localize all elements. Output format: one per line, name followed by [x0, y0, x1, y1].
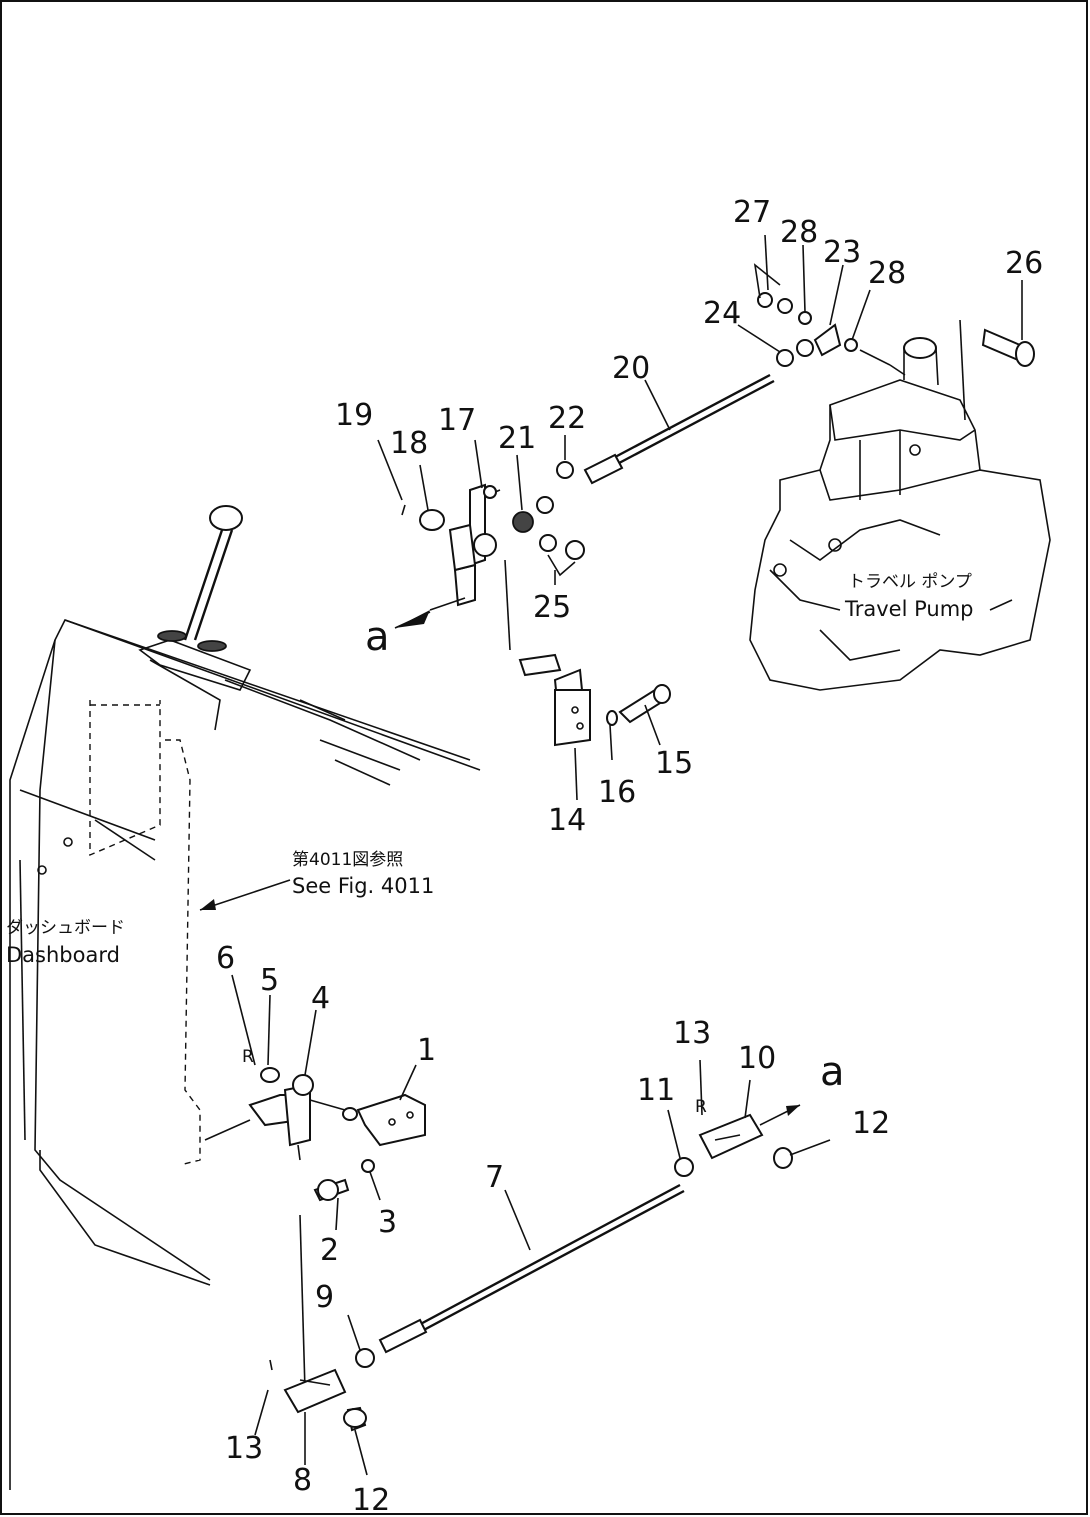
part-number-8: 8: [293, 1463, 312, 1498]
part-number-28-right: 28: [868, 256, 906, 291]
part-number-9: 9: [315, 1280, 334, 1315]
part-number-2: 2: [320, 1233, 339, 1268]
part-number-22: 22: [548, 401, 586, 436]
upper-bracket-assembly: [394, 483, 671, 747]
part-number-17: 17: [438, 403, 476, 438]
part-number-15: 15: [655, 746, 693, 781]
see-fig-arrowhead: [200, 899, 216, 910]
part-number-25: 25: [533, 590, 571, 625]
travel-pump-drawing: [749, 319, 1051, 691]
view-a-upper-label: a: [365, 614, 390, 660]
part-number-13-right: 13: [673, 1016, 711, 1051]
part-number-23: 23: [823, 235, 861, 270]
part-number-24: 24: [703, 296, 741, 331]
part-number-28-left: 28: [780, 215, 818, 250]
part-number-1: 1: [417, 1033, 436, 1068]
part-number-5: 5: [260, 963, 279, 998]
r-mark-left: R: [242, 1047, 254, 1067]
part-number-20: 20: [612, 351, 650, 386]
part-number-3: 3: [378, 1205, 397, 1240]
part-number-13-left: 13: [225, 1431, 263, 1466]
view-a-lower-label: a: [820, 1049, 845, 1095]
see-fig-label-en: See Fig. 4011: [292, 874, 434, 898]
travel-pump-label-en: Travel Pump: [844, 597, 974, 621]
part-number-12-right: 12: [852, 1106, 890, 1141]
part-number-18: 18: [390, 426, 428, 461]
upper-rod-assembly: [512, 263, 891, 577]
control-lever: [157, 505, 243, 652]
leader-lines: [231, 234, 1023, 1476]
see-fig-label-jp: 第4011図参照: [292, 850, 403, 870]
part-number-10: 10: [738, 1041, 776, 1076]
part-number-7: 7: [485, 1160, 504, 1195]
part-number-4: 4: [311, 981, 330, 1016]
dashboard-label-jp: ダッシュボード: [6, 918, 125, 938]
travel-pump-label-jp: トラベル ポンプ: [848, 572, 972, 592]
part-number-19: 19: [335, 398, 373, 433]
part-number-21: 21: [498, 421, 536, 456]
dashboard-drawing: [9, 619, 481, 1490]
part-number-27: 27: [733, 195, 771, 230]
part-number-11: 11: [637, 1073, 675, 1108]
lower-bracket-assembly: [204, 1067, 426, 1391]
part-number-14: 14: [548, 803, 586, 838]
part-number-6: 6: [216, 941, 235, 976]
dashboard-label-en: Dashboard: [6, 943, 120, 967]
lower-rod-assembly: [269, 1104, 831, 1432]
part-number-16: 16: [598, 775, 636, 810]
r-mark-right: R: [695, 1097, 707, 1117]
part-numbers: 1 2 3 4 5 6 7 8 9 10 11 12 12 13 13 14 1…: [216, 195, 1043, 1517]
part-number-26: 26: [1005, 246, 1043, 281]
part-number-12-bottom: 12: [352, 1483, 390, 1517]
